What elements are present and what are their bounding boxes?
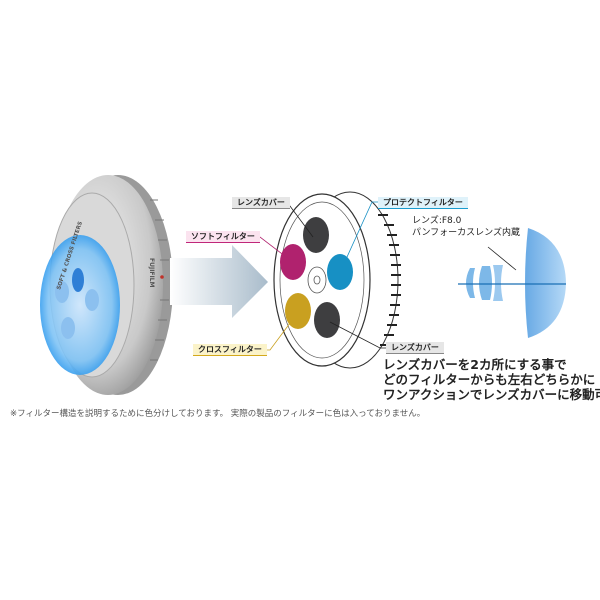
lens-cover-disc-bottom — [314, 302, 340, 338]
note-line-3: ワンアクションでレンズカバーに移動可能 — [383, 387, 600, 402]
cross-filter-disc — [285, 293, 311, 329]
protect-filter-disc — [327, 254, 353, 290]
note-line-1: レンズカバーを2カ所にする事で — [383, 357, 567, 372]
lens-info: レンズ:F8.0 パンフォーカスレンズ内蔵 — [412, 215, 520, 239]
label-cross-filter: クロスフィルター — [193, 344, 267, 356]
direction-arrow — [170, 245, 268, 318]
label-protect-filter: プロテクトフィルター — [378, 197, 468, 209]
soft-filter-disc — [280, 244, 306, 280]
filter-wheel — [273, 191, 401, 369]
mount-index-dot — [160, 275, 164, 279]
label-lens-cover-top: レンズカバー — [232, 197, 290, 209]
product-lens-photo: FUJIFILM SOFT & CROSS FILTERS — [40, 175, 173, 395]
footnote: ※フィルター構造を説明するために色分けしております。 実際の製品のフィルターに色… — [10, 409, 426, 419]
label-lens-cover-bottom: レンズカバー — [386, 342, 444, 354]
lens-description: パンフォーカスレンズ内蔵 — [412, 228, 521, 238]
brand-marking: FUJIFILM — [148, 258, 155, 288]
lens-aperture: レンズ:F8.0 — [412, 216, 462, 226]
label-soft-filter: ソフトフィルター — [186, 231, 260, 243]
feature-note: レンズカバーを2カ所にする事で どのフィルターからも左右どちらかに ワンアクショ… — [383, 357, 600, 402]
note-line-2: どのフィルターからも左右どちらかに — [383, 372, 596, 387]
lens-cover-disc-top — [303, 217, 329, 253]
lens-elements — [458, 228, 566, 338]
wheel-hub — [307, 266, 327, 294]
